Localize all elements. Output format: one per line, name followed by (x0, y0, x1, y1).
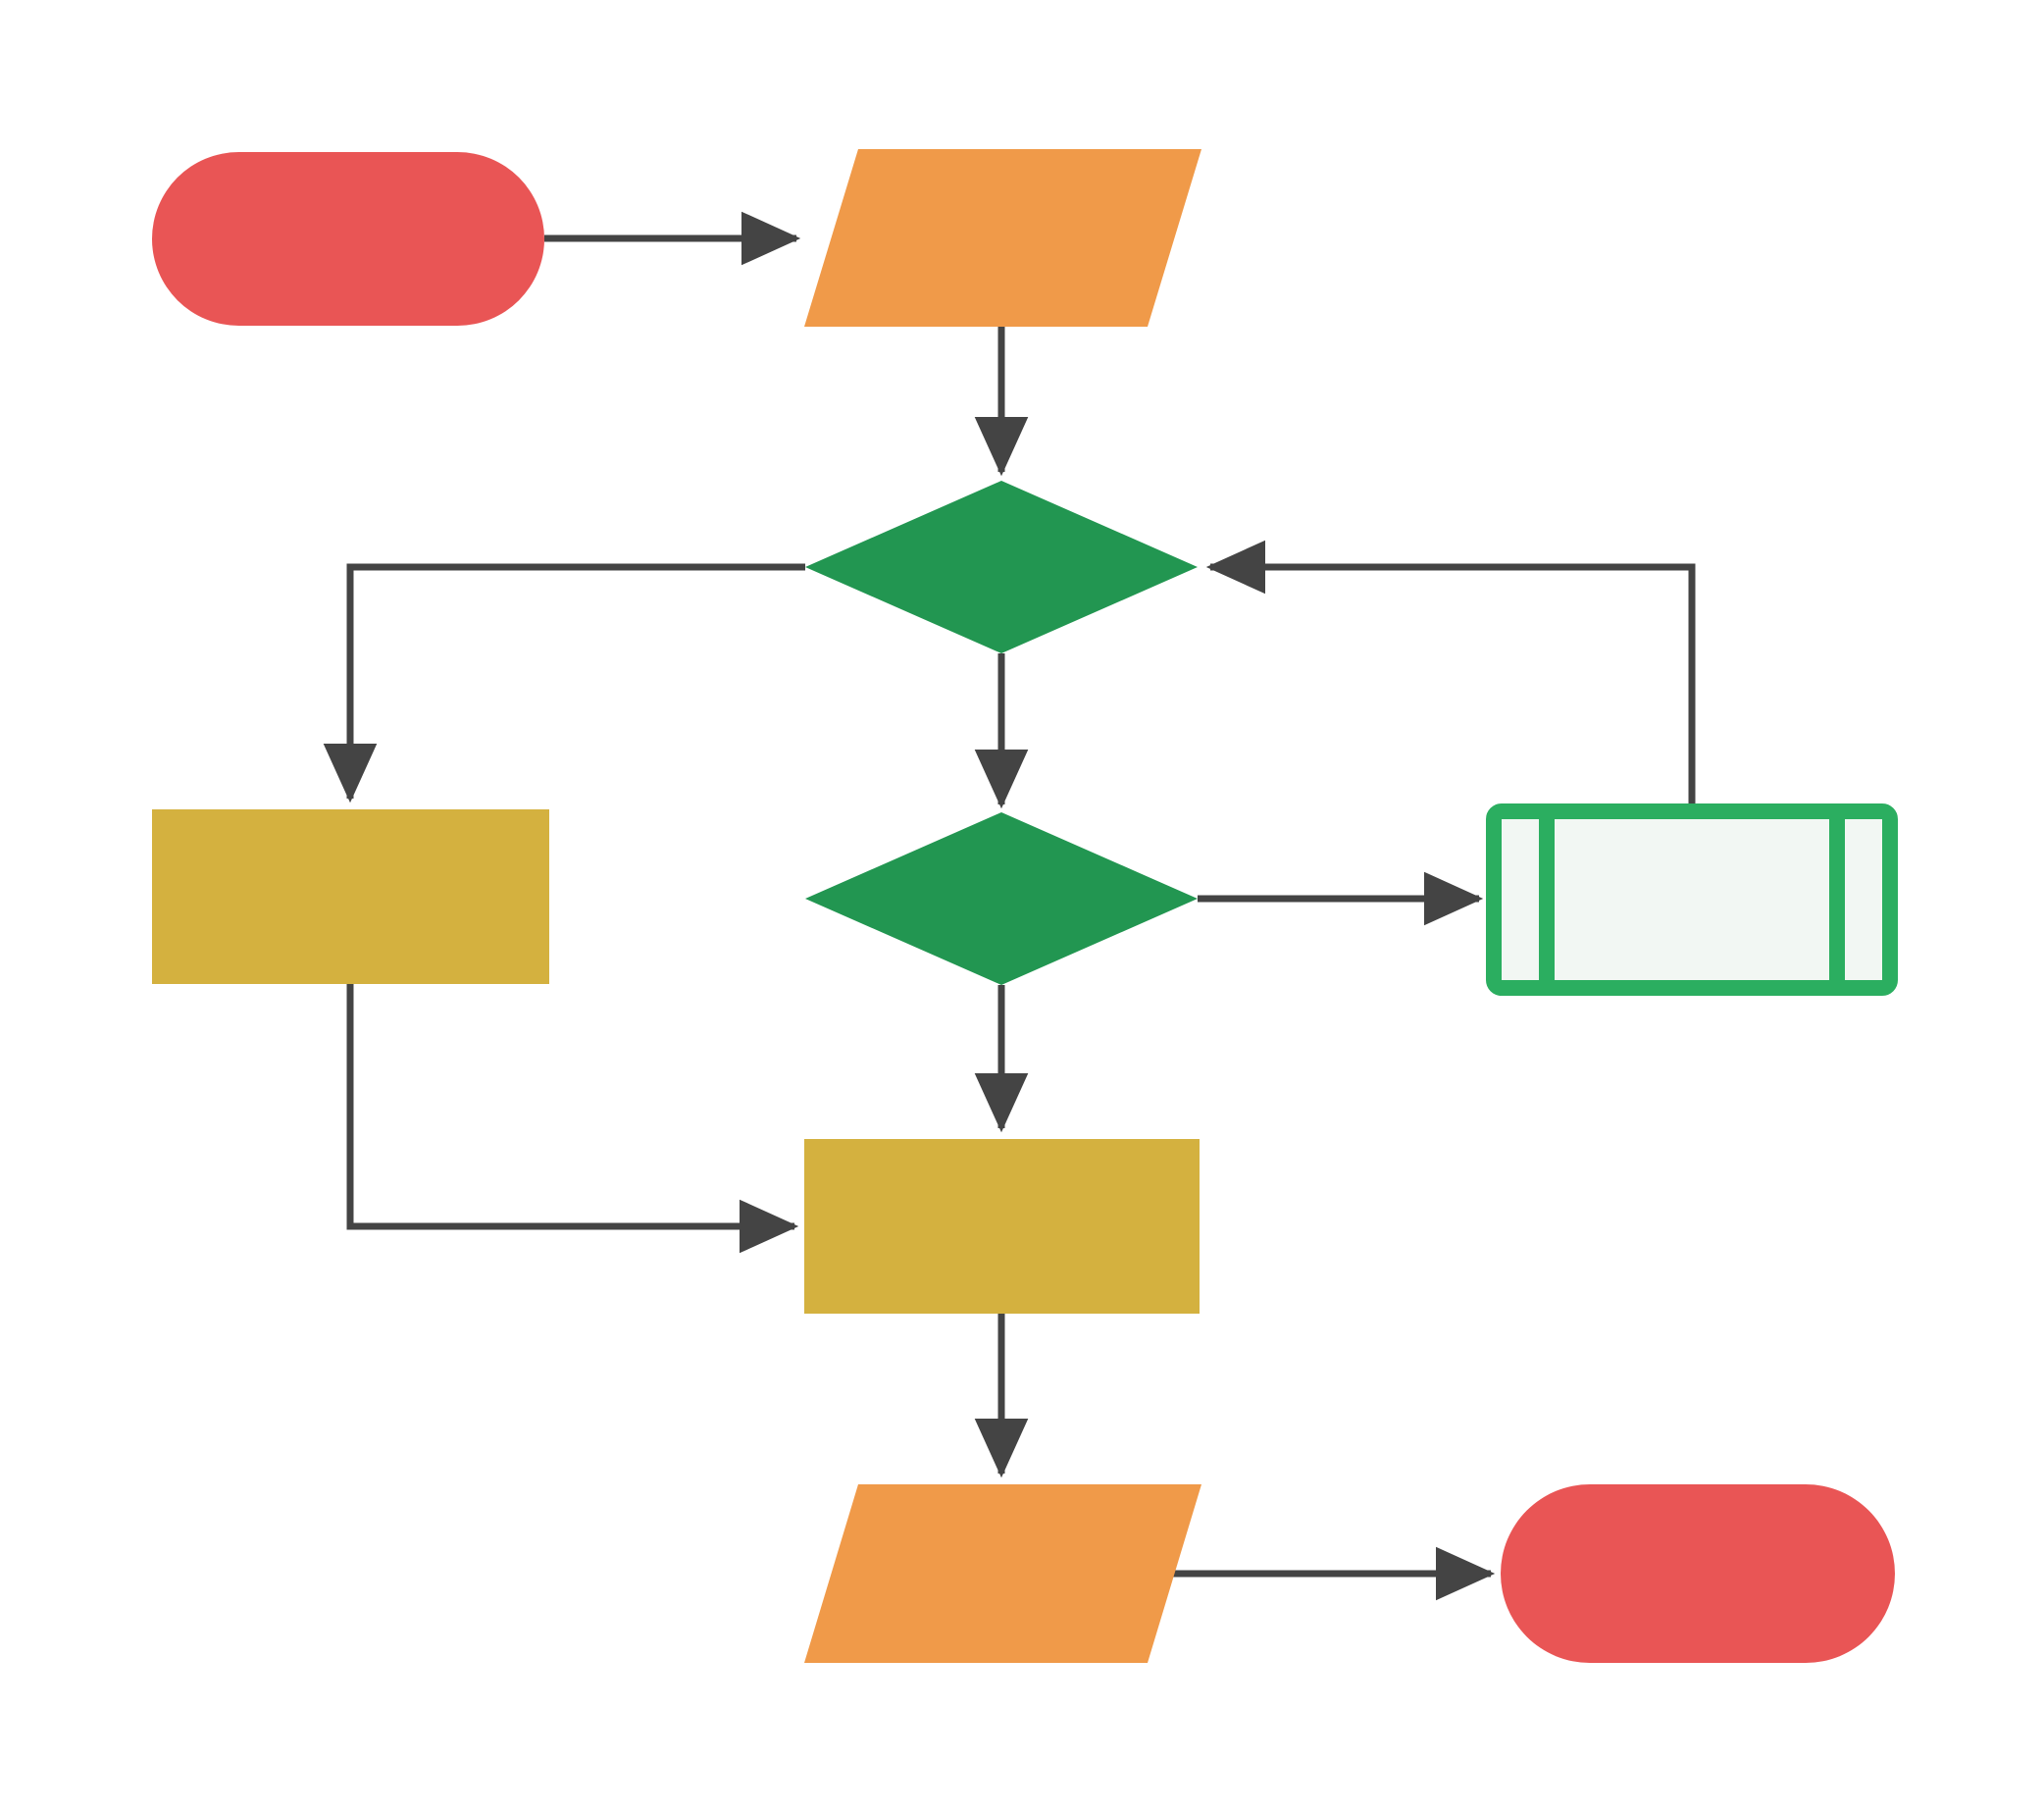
subroutine-outer-frame (1486, 803, 1898, 996)
node-input-parallelogram[interactable] (804, 149, 1201, 327)
node-decision-2-diamond[interactable] (805, 812, 1198, 985)
node-subroutine-predefined-process[interactable] (1486, 803, 1898, 996)
node-process-left-rectangle[interactable] (152, 809, 549, 984)
node-output-parallelogram[interactable] (804, 1484, 1201, 1663)
connector-layer (323, 211, 1696, 1601)
node-end-terminator[interactable] (1501, 1484, 1895, 1663)
edge-process-left-to-process-center (346, 984, 799, 1254)
node-process-center-rectangle[interactable] (804, 1139, 1200, 1314)
edge-decision1-to-process-left (323, 563, 805, 803)
edge-subroutine-to-decision1-loopback (1205, 540, 1696, 810)
node-layer (152, 149, 1898, 1663)
node-start-terminator[interactable] (152, 152, 544, 326)
node-decision-1-diamond[interactable] (805, 481, 1198, 653)
